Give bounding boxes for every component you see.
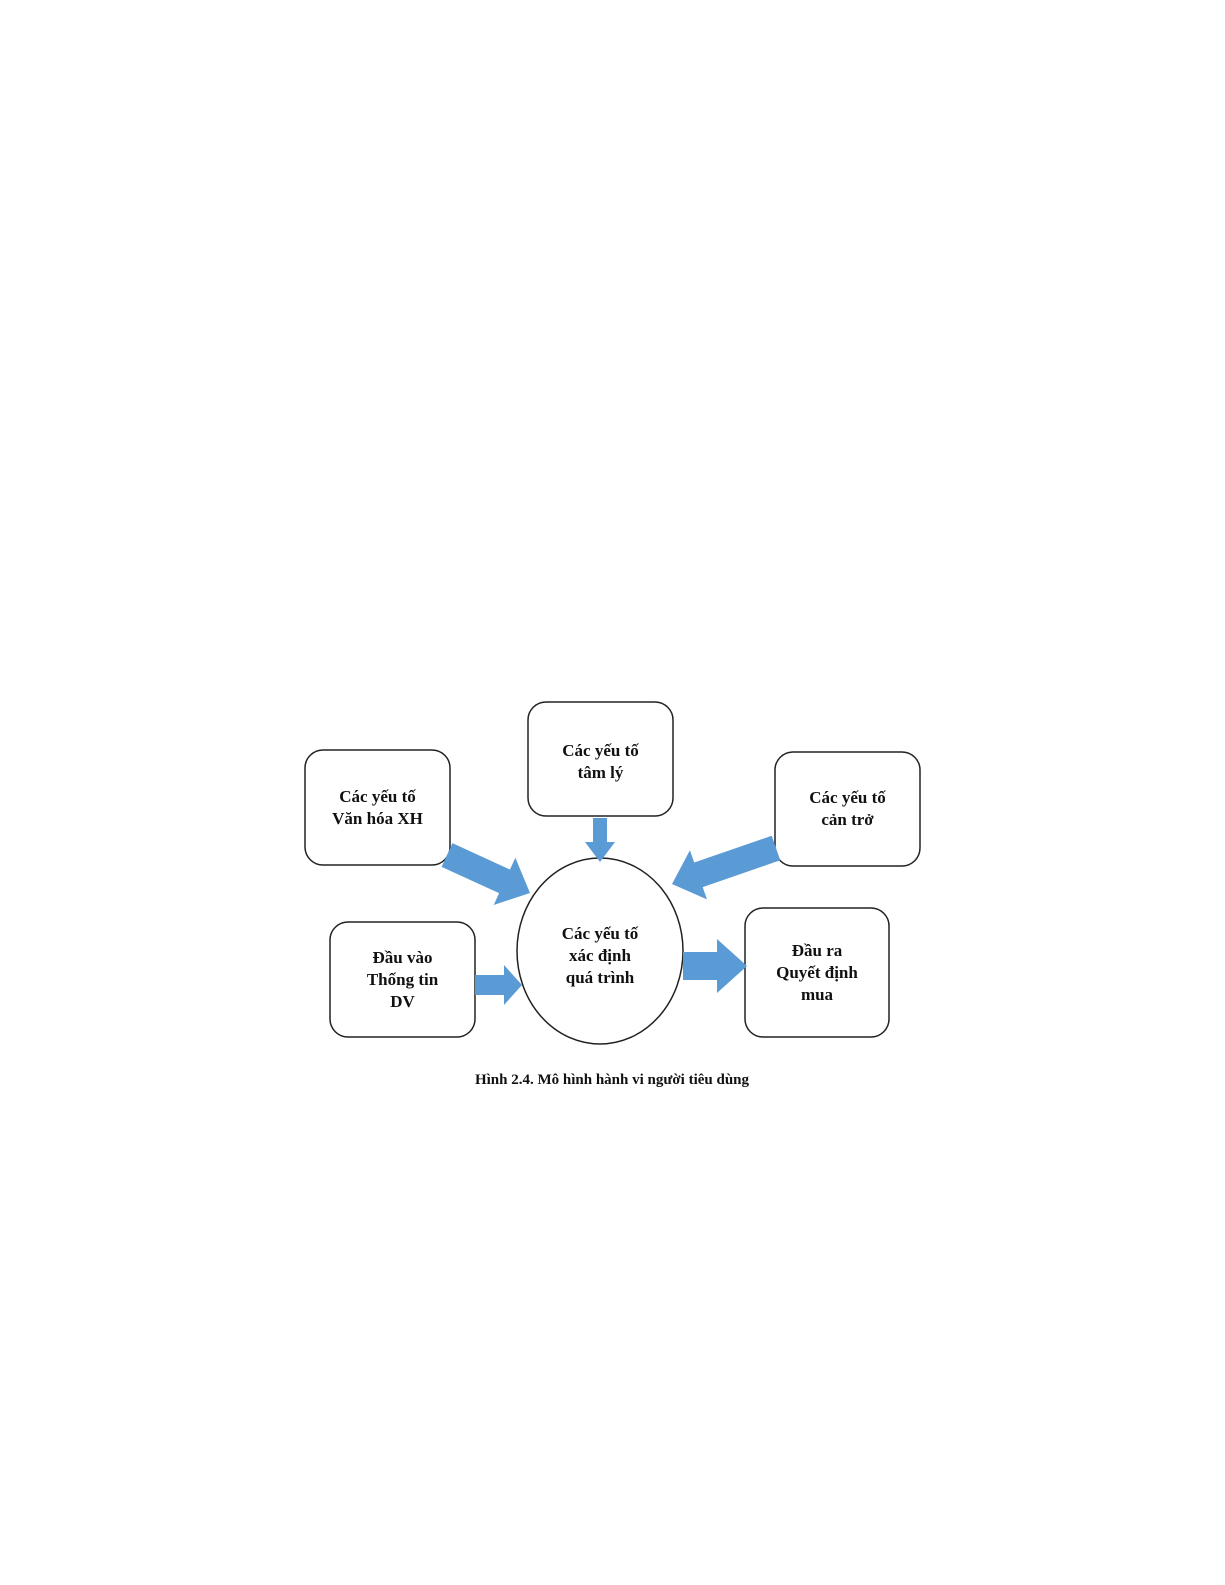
node-psych-label: Các yếu tố tâm lý	[528, 702, 673, 816]
node-text: cản trở	[821, 810, 874, 829]
node-text: Các yếu tố	[339, 786, 416, 806]
node-text: Các yếu tố	[809, 788, 886, 807]
arrow-psych-to-center	[585, 818, 615, 862]
node-text: Đầu vào	[372, 947, 433, 967]
node-text: quá trình	[565, 968, 635, 987]
node-barrier-box	[774, 751, 921, 867]
node-psych-box	[527, 701, 674, 817]
node-text: DV	[390, 991, 415, 1011]
node-center-label: Các yếu tố xác định quá trình	[517, 905, 683, 995]
arrow-social-to-center	[441, 843, 530, 905]
node-text: Văn hóa XH	[332, 808, 423, 828]
node-output-box	[744, 907, 890, 1038]
node-text: Các yếu tố	[561, 924, 639, 943]
node-social-label: Các yếu tố Văn hóa XH	[305, 750, 450, 865]
arrow-barrier-to-center	[672, 835, 781, 900]
arrow-center-to-output	[683, 939, 747, 993]
node-text: mua	[800, 984, 834, 1004]
node-text: Đầu ra	[791, 940, 843, 960]
node-barrier-label: Các yếu tố cản trở	[775, 752, 920, 866]
node-text: Các yếu tố	[562, 741, 639, 760]
node-text: Thống tin	[366, 969, 439, 989]
node-output-label: Đầu ra Quyết định mua	[745, 908, 889, 1037]
node-text: Quyết định	[776, 962, 858, 982]
node-social-box	[304, 749, 451, 866]
node-text: xác định	[569, 946, 631, 965]
node-input-label: Đầu vào Thống tin DV	[330, 922, 475, 1037]
node-text: tâm lý	[577, 763, 624, 782]
arrow-input-to-center	[475, 965, 522, 1005]
figure-caption: Hình 2.4. Mô hình hành vi người tiêu dùn…	[474, 1072, 750, 1088]
